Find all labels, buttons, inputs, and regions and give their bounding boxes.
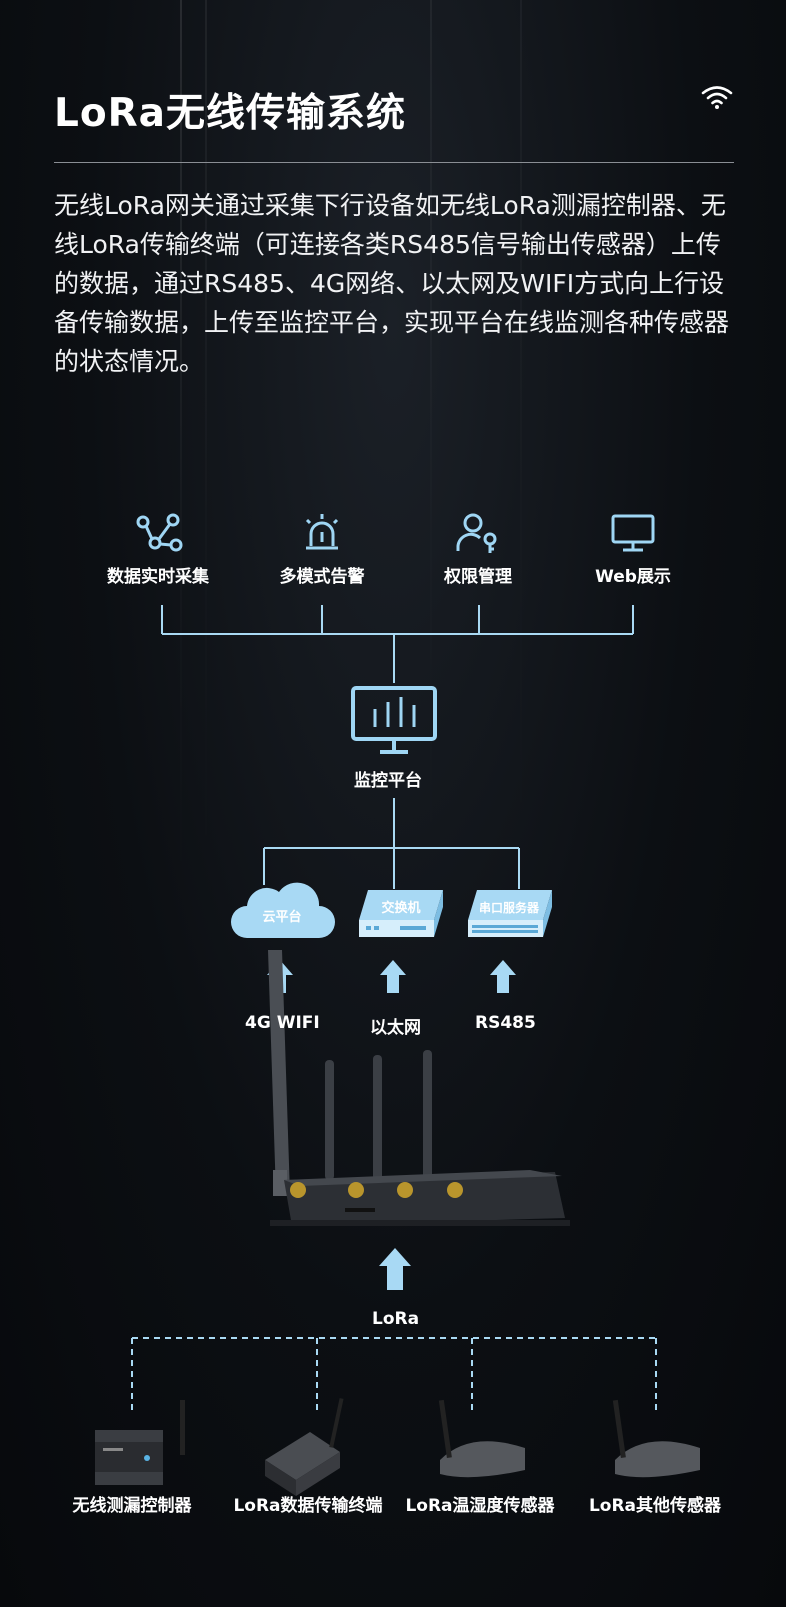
serial-server-icon [468, 890, 552, 937]
uplink-connector [263, 798, 520, 889]
page-title: LoRa无线传输系统 [54, 91, 406, 136]
user-key-icon [456, 513, 497, 553]
feature-web-display: Web展示 [558, 512, 708, 587]
background-streak [430, 0, 432, 900]
temp-humidity-sensor-icon [438, 1399, 525, 1478]
background-streak [520, 0, 522, 900]
feature-realtime-collection: 数据实时采集 [83, 512, 233, 587]
background-streak [180, 0, 182, 900]
cloud-platform-label: 云平台 [262, 909, 301, 925]
device-label: LoRa数据传输终端 [233, 1496, 383, 1516]
feature-label: Web展示 [595, 567, 671, 587]
feature-connector [161, 605, 634, 683]
feature-permission: 权限管理 [403, 512, 553, 587]
device-label: LoRa其他传感器 [588, 1496, 722, 1516]
cloud-platform-icon [231, 882, 335, 938]
platform-label: 监控平台 [354, 771, 422, 791]
leak-controller-icon [95, 1400, 185, 1485]
background-streak [205, 0, 207, 900]
link-label-4g-wifi: 4G WIFI [245, 1013, 320, 1033]
title-divider [54, 162, 734, 163]
alarm-light-icon [305, 514, 339, 550]
wifi-icon [701, 86, 733, 109]
data-nodes-icon [136, 513, 183, 552]
other-sensor-icon [612, 1399, 700, 1478]
link-label-lora: LoRa [372, 1309, 420, 1329]
link-label-ethernet: 以太网 [370, 1018, 421, 1038]
uplink-arrows [267, 960, 516, 1290]
feature-label: 权限管理 [444, 567, 512, 587]
switch-icon [359, 890, 443, 937]
device-label: 无线测漏控制器 [72, 1496, 192, 1516]
link-label-rs485: RS485 [475, 1013, 536, 1033]
bar-chart-monitor-icon [351, 686, 437, 754]
monitor-icon [611, 514, 655, 552]
feature-label: 数据实时采集 [107, 567, 209, 587]
device-label: LoRa温湿度传感器 [405, 1496, 555, 1516]
switch-label: 交换机 [381, 900, 420, 916]
data-terminal-icon [265, 1398, 344, 1496]
lora-connector [131, 1337, 657, 1410]
intro-paragraph: 无线LoRa网关通过采集下行设备如无线LoRa测漏控制器、无线LoRa传输终端（… [54, 191, 730, 376]
lora-gateway-router-icon [268, 950, 570, 1226]
feature-label: 多模式告警 [279, 567, 365, 587]
feature-multi-alarm: 多模式告警 [247, 512, 397, 587]
serial-server-label: 串口服务器 [479, 900, 540, 915]
